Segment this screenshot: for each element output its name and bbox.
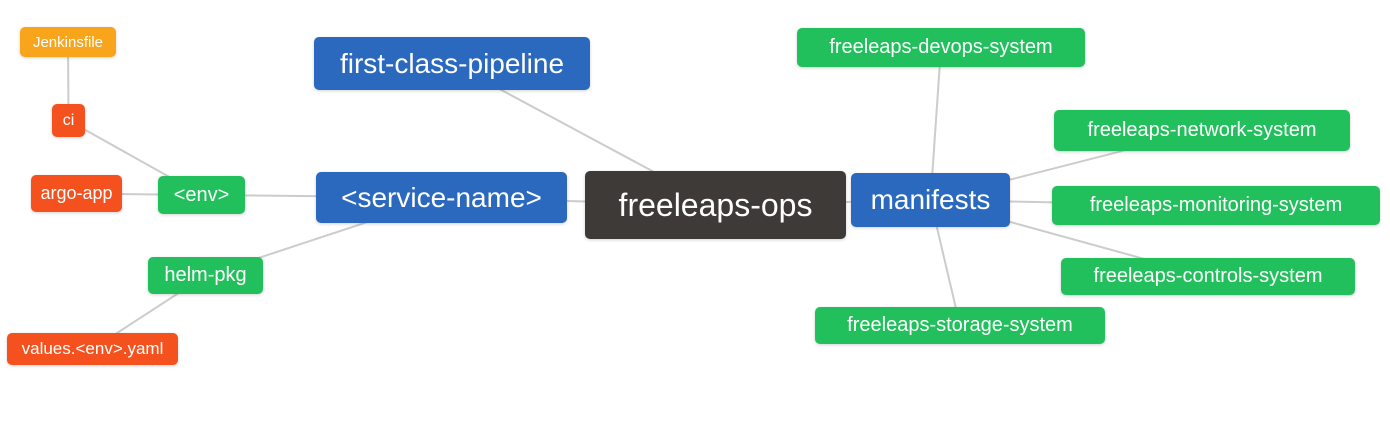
node-freeleaps-ops-root[interactable]: freeleaps-ops — [585, 171, 846, 239]
node-jenkinsfile[interactable]: Jenkinsfile — [20, 27, 116, 57]
node-freeleaps-monitoring-system[interactable]: freeleaps-monitoring-system — [1052, 186, 1380, 225]
node-helm-pkg[interactable]: helm-pkg — [148, 257, 263, 294]
node-argo-app[interactable]: argo-app — [31, 175, 122, 212]
node-first-class-pipeline[interactable]: first-class-pipeline — [314, 37, 590, 90]
node-ci[interactable]: ci — [52, 104, 85, 137]
node-freeleaps-storage-system[interactable]: freeleaps-storage-system — [815, 307, 1105, 344]
node-env[interactable]: <env> — [158, 176, 245, 214]
node-manifests[interactable]: manifests — [851, 173, 1010, 227]
node-freeleaps-devops-system[interactable]: freeleaps-devops-system — [797, 28, 1085, 67]
node-service-name[interactable]: <service-name> — [316, 172, 567, 223]
node-values-env-yaml[interactable]: values.<env>.yaml — [7, 333, 178, 365]
node-freeleaps-network-system[interactable]: freeleaps-network-system — [1054, 110, 1350, 151]
node-freeleaps-controls-system[interactable]: freeleaps-controls-system — [1061, 258, 1355, 295]
